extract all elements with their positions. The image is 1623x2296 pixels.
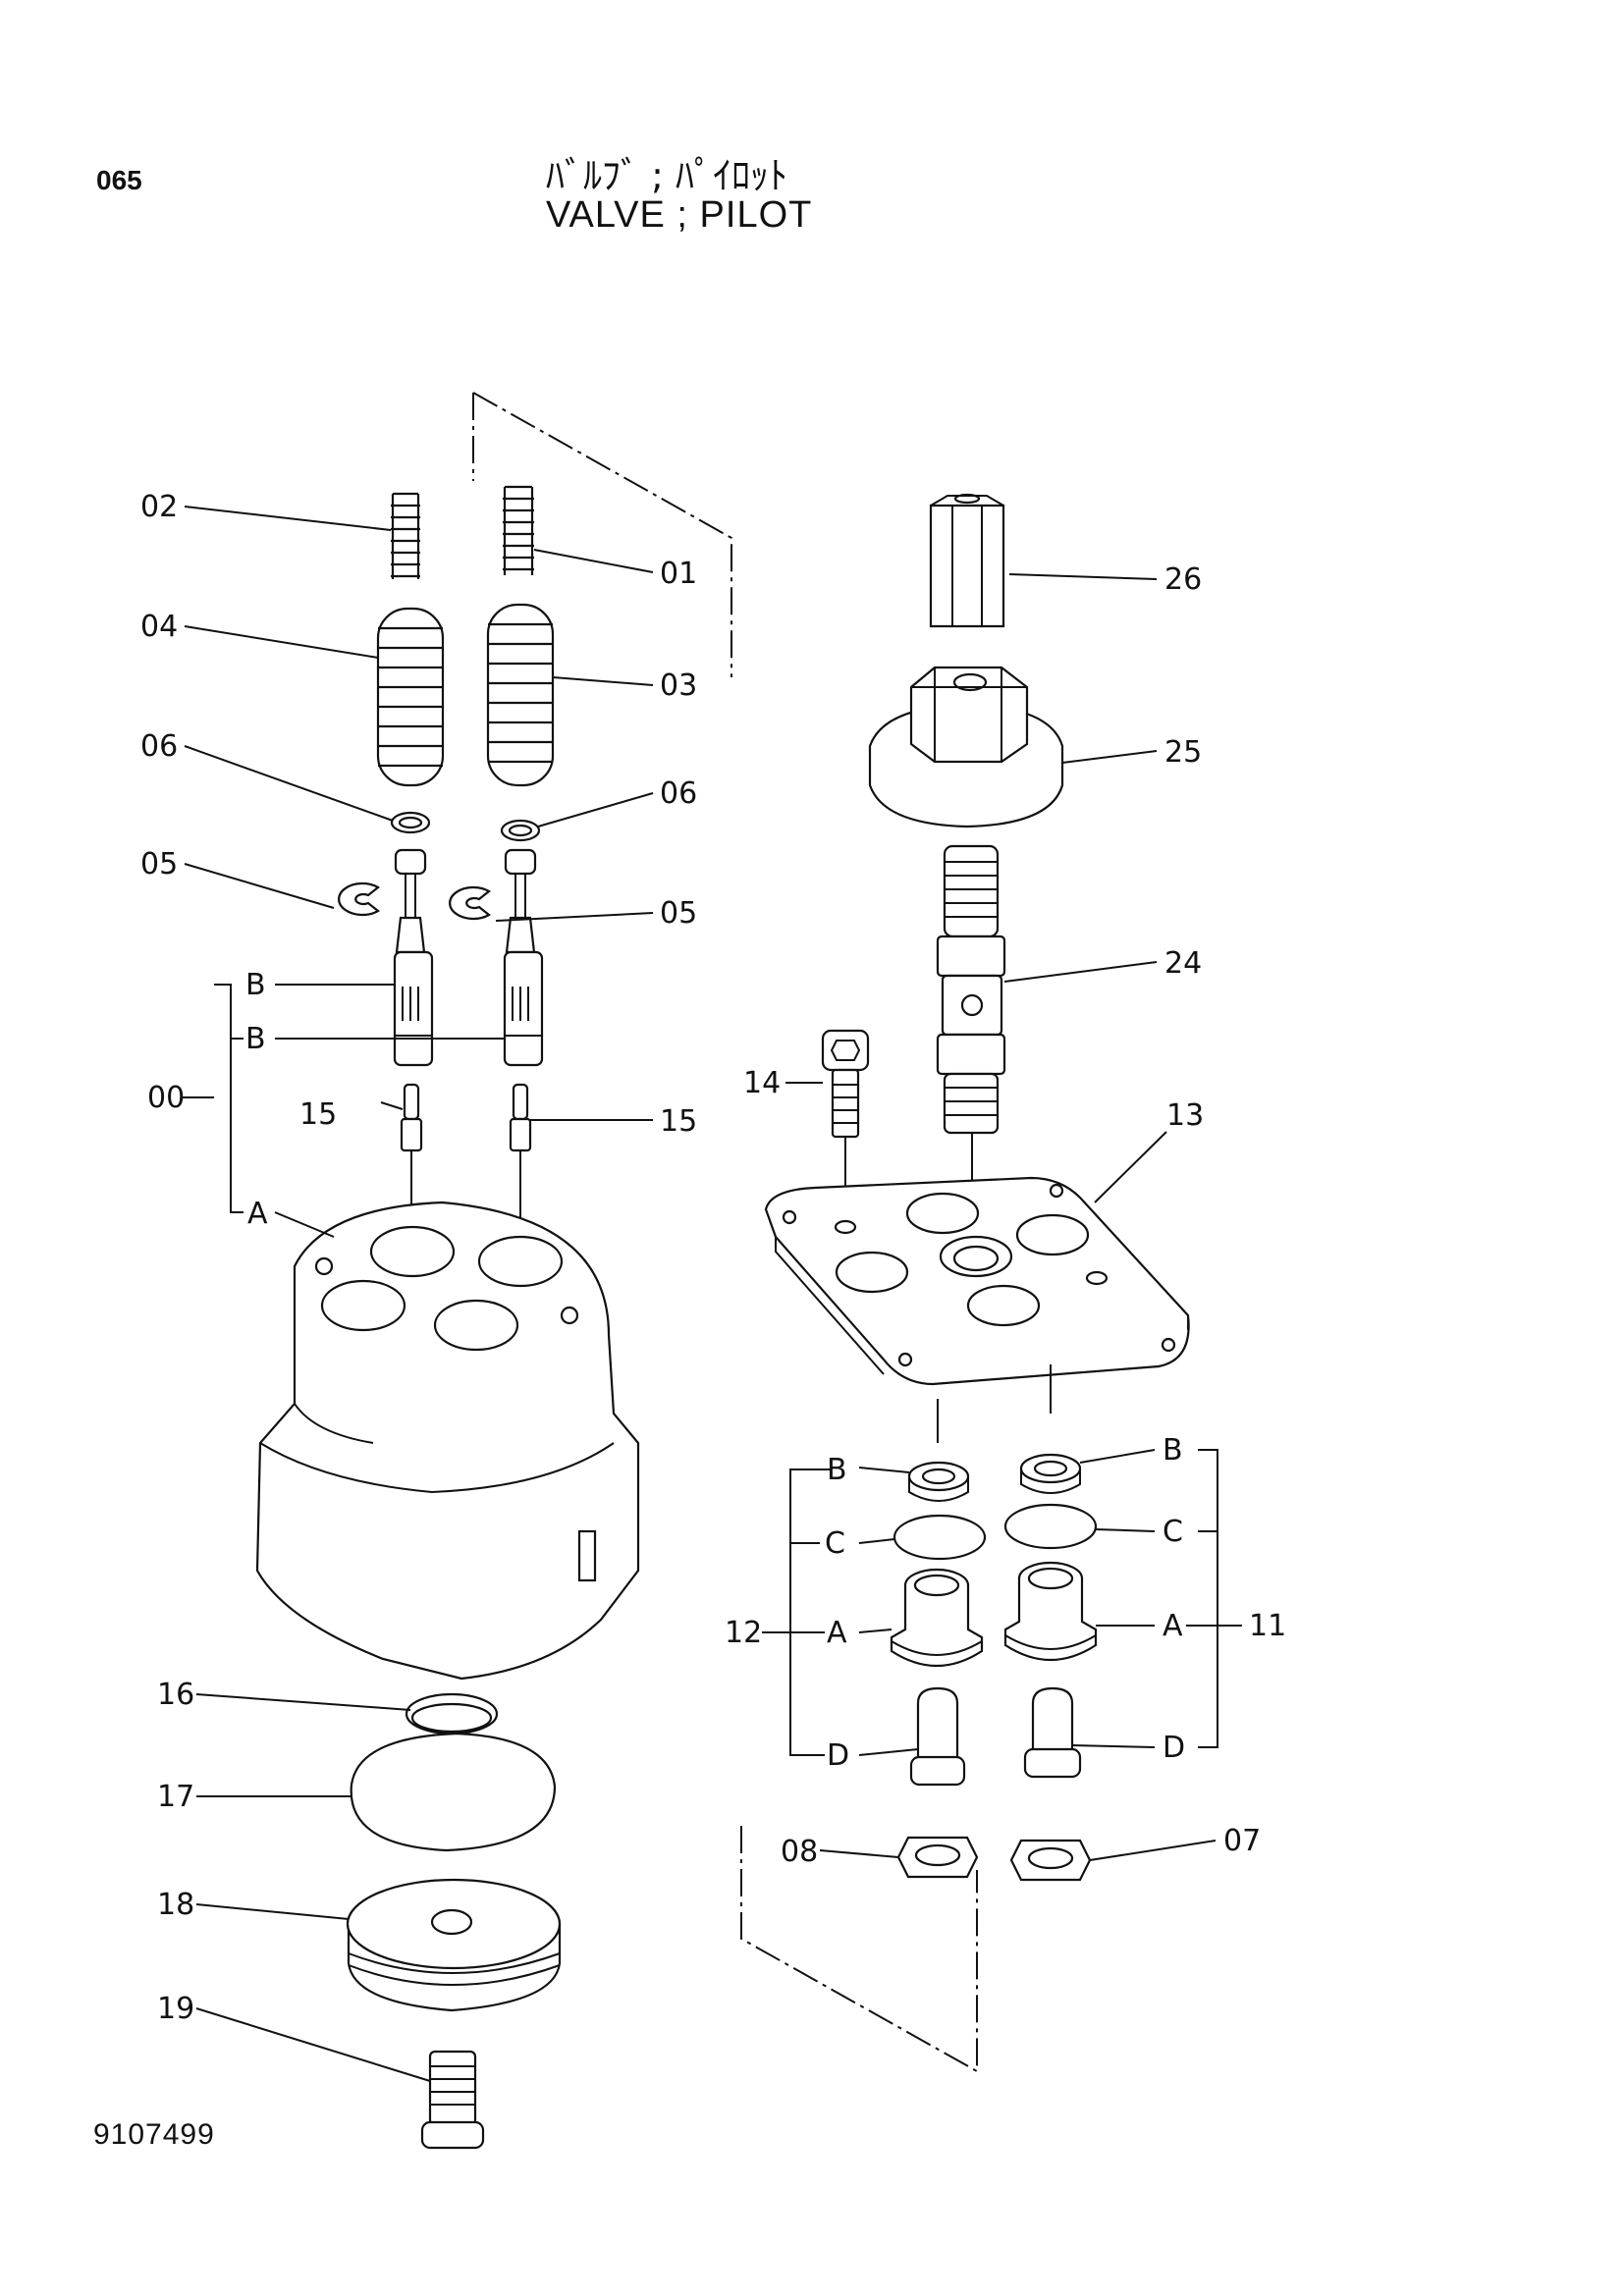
o-ring-16 <box>405 1692 499 1735</box>
title-english: VALVE ; PILOT <box>546 194 813 236</box>
assembly-bracket-top <box>472 392 732 677</box>
callout-16: 16 <box>157 1678 194 1712</box>
callout-12: 12 <box>725 1616 762 1650</box>
callout-05-left: 05 <box>140 847 178 881</box>
callout-11-d: D <box>1163 1731 1185 1765</box>
callout-11-b: B <box>1163 1433 1183 1468</box>
callout-05-right: 05 <box>660 896 697 931</box>
callout-00-a: A <box>247 1197 268 1231</box>
callout-12-a: A <box>827 1616 847 1650</box>
callout-03: 03 <box>660 668 697 703</box>
callout-17: 17 <box>157 1780 194 1814</box>
spool-right <box>503 848 544 1067</box>
callout-08: 08 <box>781 1835 818 1869</box>
small-spring-01 <box>503 485 534 575</box>
boot-17 <box>350 1732 557 1852</box>
callout-14: 14 <box>743 1066 781 1100</box>
title-japanese: ﾊﾞﾙﾌﾞ ; ﾊﾟｲﾛｯﾄ <box>546 154 787 197</box>
callout-04: 04 <box>140 610 178 644</box>
clip-05-right <box>449 885 491 921</box>
bolt-19 <box>420 2050 485 2150</box>
coupling-nut-26 <box>929 493 1005 628</box>
callout-25: 25 <box>1164 735 1202 770</box>
clip-05-left <box>338 881 380 917</box>
nut-08 <box>896 1836 979 1879</box>
seal-b-left <box>907 1461 970 1502</box>
flange-nut-25 <box>868 666 1064 828</box>
callout-06-left: 06 <box>140 729 178 764</box>
callout-12-b: B <box>827 1453 847 1487</box>
callout-15-right: 15 <box>660 1104 697 1139</box>
callout-01: 01 <box>660 557 697 591</box>
callout-00: 00 <box>147 1081 185 1115</box>
callout-07: 07 <box>1223 1824 1261 1858</box>
callout-12-c: C <box>825 1526 845 1561</box>
bolt-14 <box>821 1029 870 1217</box>
callout-13: 13 <box>1166 1098 1204 1133</box>
callout-12-d: D <box>827 1738 849 1773</box>
valve-casing <box>255 1201 640 1681</box>
small-spring-02 <box>391 492 420 579</box>
callout-15-left: 15 <box>299 1097 337 1132</box>
callout-11-a: A <box>1163 1609 1183 1643</box>
plate-13 <box>764 1176 1190 1443</box>
pin-15-right <box>509 1083 532 1237</box>
callout-labels: 02 01 04 03 06 06 05 05 B B 00 15 15 A 1… <box>140 490 1286 2026</box>
callout-00-b1: B <box>245 968 266 1002</box>
large-spring-04 <box>376 607 445 787</box>
plate-18 <box>346 1878 562 2012</box>
callout-26: 26 <box>1164 562 1202 597</box>
callout-11: 11 <box>1249 1609 1286 1643</box>
spool-left <box>393 848 434 1067</box>
o-ring-c-right <box>1003 1503 1098 1550</box>
seal-b-right <box>1019 1453 1082 1494</box>
callout-02: 02 <box>140 490 178 524</box>
plunger-d-left <box>909 1686 966 1787</box>
plunger-d-right <box>1023 1686 1082 1779</box>
large-spring-03 <box>486 603 555 787</box>
nut-07 <box>1009 1839 1092 1882</box>
callout-19: 19 <box>157 1992 194 2026</box>
drawing-number: 9107499 <box>93 2118 215 2151</box>
callout-00-b2: B <box>245 1022 266 1056</box>
leader-lines <box>182 506 1242 2082</box>
callout-06-right: 06 <box>660 776 697 811</box>
callout-18: 18 <box>157 1888 194 1922</box>
assembly-bracket-bottom <box>740 1826 978 2073</box>
bushing-a-left <box>890 1568 984 1667</box>
washer-06-left <box>390 811 431 834</box>
o-ring-c-left <box>893 1514 987 1561</box>
washer-06-right <box>500 819 541 842</box>
bushing-a-right <box>1003 1561 1098 1661</box>
page-number: 065 <box>96 165 142 195</box>
callout-24: 24 <box>1164 946 1202 981</box>
callout-11-c: C <box>1163 1515 1183 1549</box>
universal-joint-24 <box>936 844 1006 1227</box>
